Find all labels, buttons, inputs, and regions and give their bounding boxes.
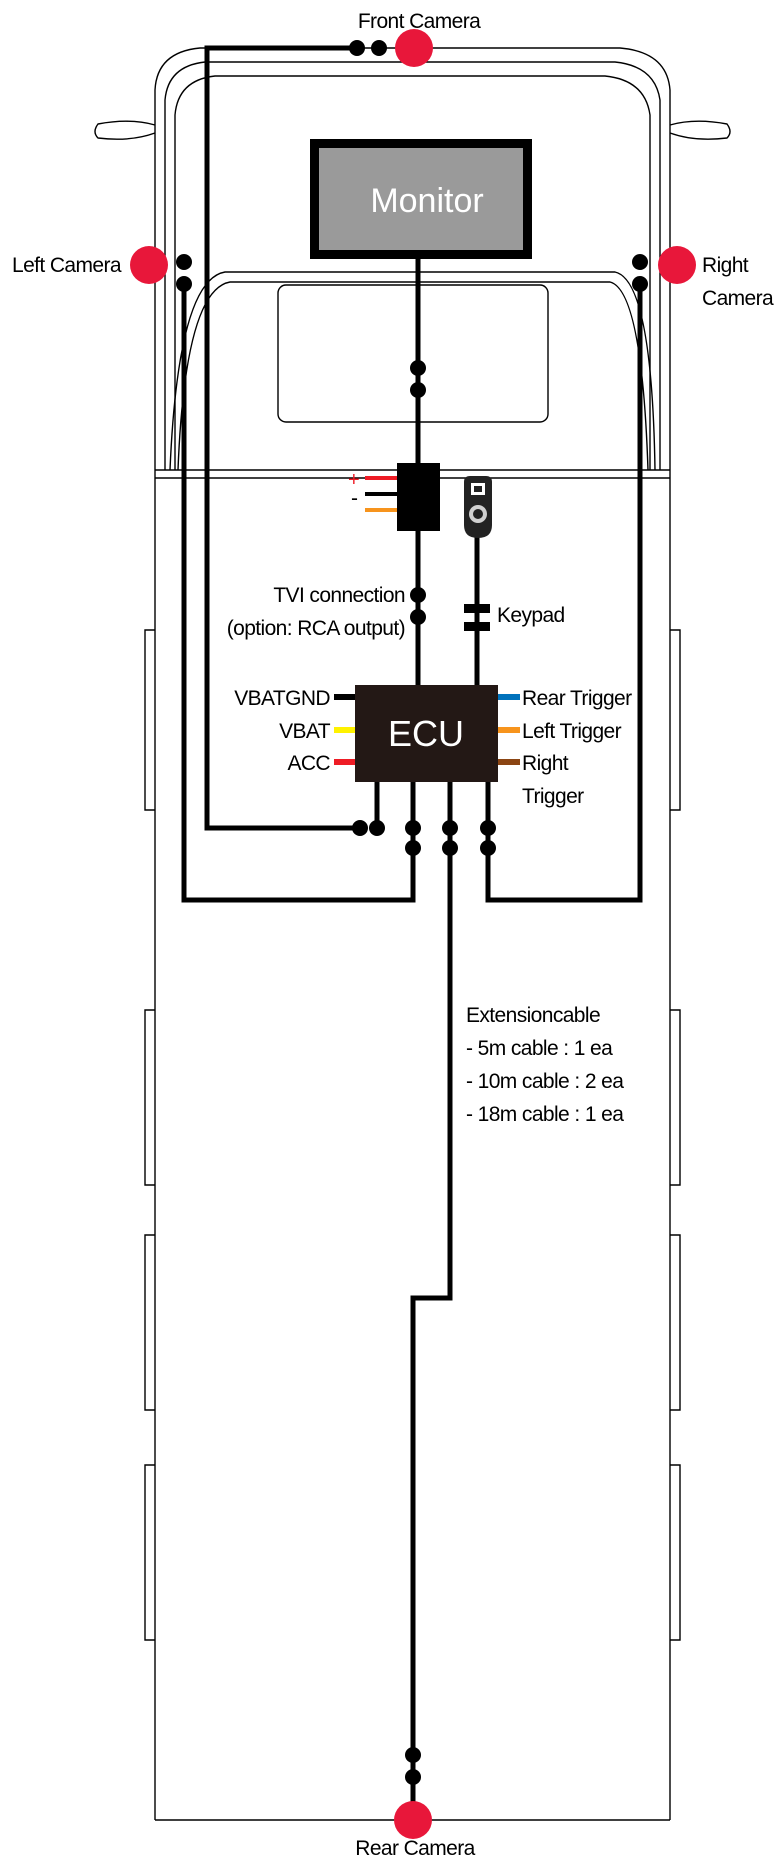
left-trigger-label: Left Trigger [522,720,622,743]
wire-front-camera [204,45,360,831]
connector-dot [410,587,426,603]
acc-label: ACC [287,752,330,775]
connector-dot [632,254,648,270]
connector-dot [176,254,192,270]
connector-dot [410,609,426,625]
ecu: ECU [355,685,498,782]
keypad-connector [464,604,490,613]
keypad-icon [464,476,492,538]
ecu-leads [334,694,520,765]
connector-dot [480,820,496,836]
wires [181,45,643,1820]
connector-dot [442,840,458,856]
cameras [130,29,696,1839]
tvi-connection-label: TVI connection [273,584,405,607]
connector-dot [480,840,496,856]
vbat-label: VBAT [279,720,331,743]
connector-dot [371,40,387,56]
connector-dot [410,360,426,376]
connector-dot [410,382,426,398]
right-trigger-label-line2: Trigger [522,785,584,808]
connector-dot [349,40,365,56]
keypad-connector [464,622,490,631]
connector-dots [176,40,648,1785]
monitor-label: Monitor [370,182,483,220]
power-junction-box: + - [348,463,440,531]
tvi-option-label: (option: RCA output) [227,617,405,640]
connector-dot [632,276,648,292]
wire-rear-camera [410,780,453,1820]
front-camera-label: Front Camera [358,10,481,33]
extension-cable-title: Extensioncable [466,1004,600,1027]
ecu-label: ECU [388,713,464,754]
rear-trigger-label: Rear Trigger [522,687,632,710]
power-minus-label: - [351,487,358,510]
left-camera-icon [130,246,168,284]
right-camera-label-line1: Right [702,254,749,277]
connector-dot [442,820,458,836]
wire-left-camera [181,283,416,903]
vbatgnd-label: VBATGND [234,687,330,710]
right-trigger-label-line1: Right [522,752,569,775]
extension-10m-item: - 10m cable : 2 ea [466,1070,624,1093]
connector-dot [405,840,421,856]
keypad-label: Keypad [497,604,565,627]
left-camera-label: Left Camera [12,254,122,277]
extension-5m-item: - 5m cable : 1 ea [466,1037,613,1060]
connector-dot [405,1769,421,1785]
connector-dot [176,276,192,292]
connector-dot [369,820,385,836]
extension-18m-item: - 18m cable : 1 ea [466,1103,624,1126]
monitor: Monitor [310,139,532,259]
connector-dot [405,820,421,836]
wire-right-camera [485,283,643,903]
front-camera-icon [395,29,433,67]
connector-dot [352,820,368,836]
power-plus-label: + [348,469,359,491]
right-camera-icon [658,246,696,284]
rear-camera-icon [394,1801,432,1839]
connector-dot [405,1747,421,1763]
rear-camera-label: Rear Camera [355,1837,475,1860]
right-camera-label-line2: Camera [702,287,774,310]
